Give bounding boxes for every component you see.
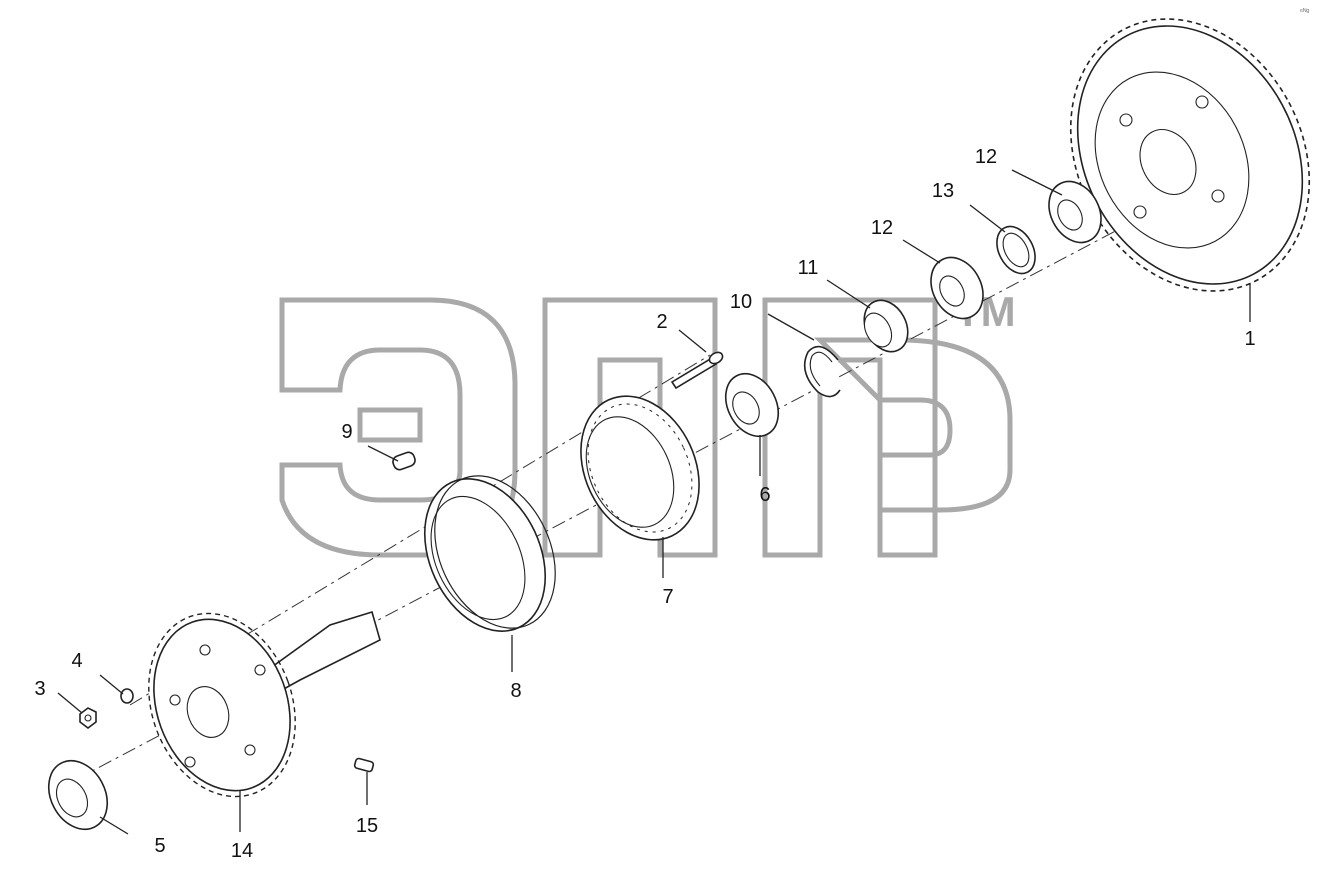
callout-3: 3: [34, 678, 45, 700]
clutch-drum-part-7: [580, 395, 700, 541]
callout-1: 1: [1244, 328, 1255, 350]
callout-11: 11: [798, 257, 819, 279]
leader-lines: [57, 169, 1251, 835]
pin-part-2: [670, 351, 724, 390]
callout-7: 7: [662, 586, 673, 608]
callout-6: 6: [759, 484, 770, 506]
callout-14: 14: [231, 840, 253, 862]
cage-ring-part-8: [423, 475, 556, 632]
callout-numbers: 1 2 3 4 5 6 7 8 9 10 11 12 12 13 14 15: [34, 146, 1255, 862]
pinion-shaft-part-14: [148, 610, 381, 798]
nut-part-3: [79, 707, 97, 729]
callout-9: 9: [341, 421, 352, 443]
callout-8: 8: [510, 680, 521, 702]
corner-mark: ᵉᴺᵍ: [1300, 7, 1309, 16]
callout-12-upper: 12: [975, 146, 997, 168]
callout-2: 2: [656, 311, 667, 333]
shim-ring-part-13: [996, 225, 1036, 275]
bearing-part-5: [47, 759, 109, 831]
bearing-part-12-lower: [930, 256, 984, 320]
large-gear-part-1: [1069, 18, 1311, 292]
snap-ring-part-10: [803, 345, 841, 398]
bushing-part-11: [863, 299, 909, 353]
dowel-part-15: [353, 757, 375, 773]
callout-15: 15: [356, 815, 378, 837]
bearing-part-12-upper: [1048, 180, 1102, 244]
callout-12-lower: 12: [871, 217, 893, 239]
bearing-part-6: [724, 372, 780, 438]
callout-5: 5: [154, 835, 165, 857]
callout-13: 13: [932, 180, 954, 202]
callout-10: 10: [730, 291, 752, 313]
washer-part-4: [120, 688, 134, 704]
key-part-9: [392, 451, 416, 471]
callout-4: 4: [71, 650, 82, 672]
